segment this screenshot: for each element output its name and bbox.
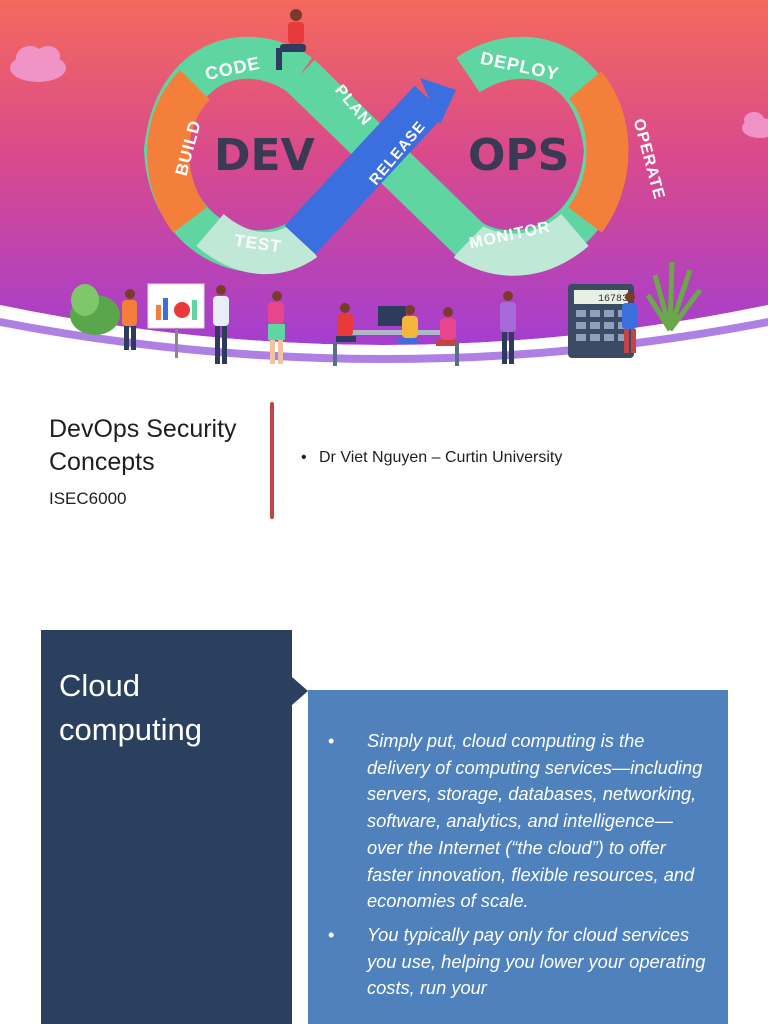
bullet-marker: •: [328, 923, 335, 945]
slide-title-block: DevOps Security Concepts ISEC6000: [49, 413, 264, 509]
plant-icon: [645, 261, 702, 332]
title-line-1: DevOps Security: [49, 415, 237, 443]
panel-arrow: [292, 677, 308, 705]
presentation-title: DevOps Security Concepts: [49, 413, 264, 479]
section-title: Cloud computing: [41, 630, 271, 752]
section-title-panel: Cloud computing: [41, 630, 292, 1024]
dev-label: DEV: [214, 130, 315, 181]
section-title-line-2: computing: [59, 712, 203, 747]
cloud-icon: [10, 46, 66, 82]
bullet-text: You typically pay only for cloud service…: [367, 923, 706, 999]
title-line-2: Concepts: [49, 448, 155, 476]
person-illustration: [122, 289, 137, 350]
person-illustration: [500, 291, 516, 364]
list-item: • You typically pay only for cloud servi…: [328, 922, 708, 1002]
ops-label: OPS: [468, 130, 569, 181]
section-title-line-1: Cloud: [59, 668, 140, 703]
title-divider: [270, 402, 274, 519]
unit-code: ISEC6000: [49, 489, 127, 508]
person-illustration: [276, 9, 306, 70]
person-illustration: [268, 291, 285, 364]
calculator-icon: 16783: [568, 284, 634, 358]
devops-banner-illustration: CODE BUILD TEST PLAN RELEASE DEPLOY OPER…: [0, 0, 768, 380]
content-box: • Simply put, cloud computing is the del…: [308, 690, 728, 1024]
author-line: • Dr Viet Nguyen – Curtin University: [301, 449, 562, 467]
bullet-list: • Simply put, cloud computing is the del…: [308, 690, 728, 1002]
person-illustration: [622, 292, 637, 353]
devops-infinity-graphic: CODE BUILD TEST PLAN RELEASE DEPLOY OPER…: [0, 0, 768, 366]
chart-board-icon: [147, 283, 205, 358]
person-illustration: [213, 285, 229, 364]
bullet-marker: •: [328, 730, 335, 751]
cloud-icon: [742, 112, 768, 138]
author-text: Dr Viet Nguyen – Curtin University: [319, 449, 563, 466]
desk-team-illustration: [333, 303, 459, 366]
bullet-marker: •: [301, 449, 307, 466]
plant-icon: [70, 284, 120, 335]
bullet-text: Simply put, cloud computing is the deliv…: [367, 730, 703, 912]
list-item: • Simply put, cloud computing is the del…: [328, 728, 708, 915]
calculator-display: 16783: [598, 294, 628, 305]
